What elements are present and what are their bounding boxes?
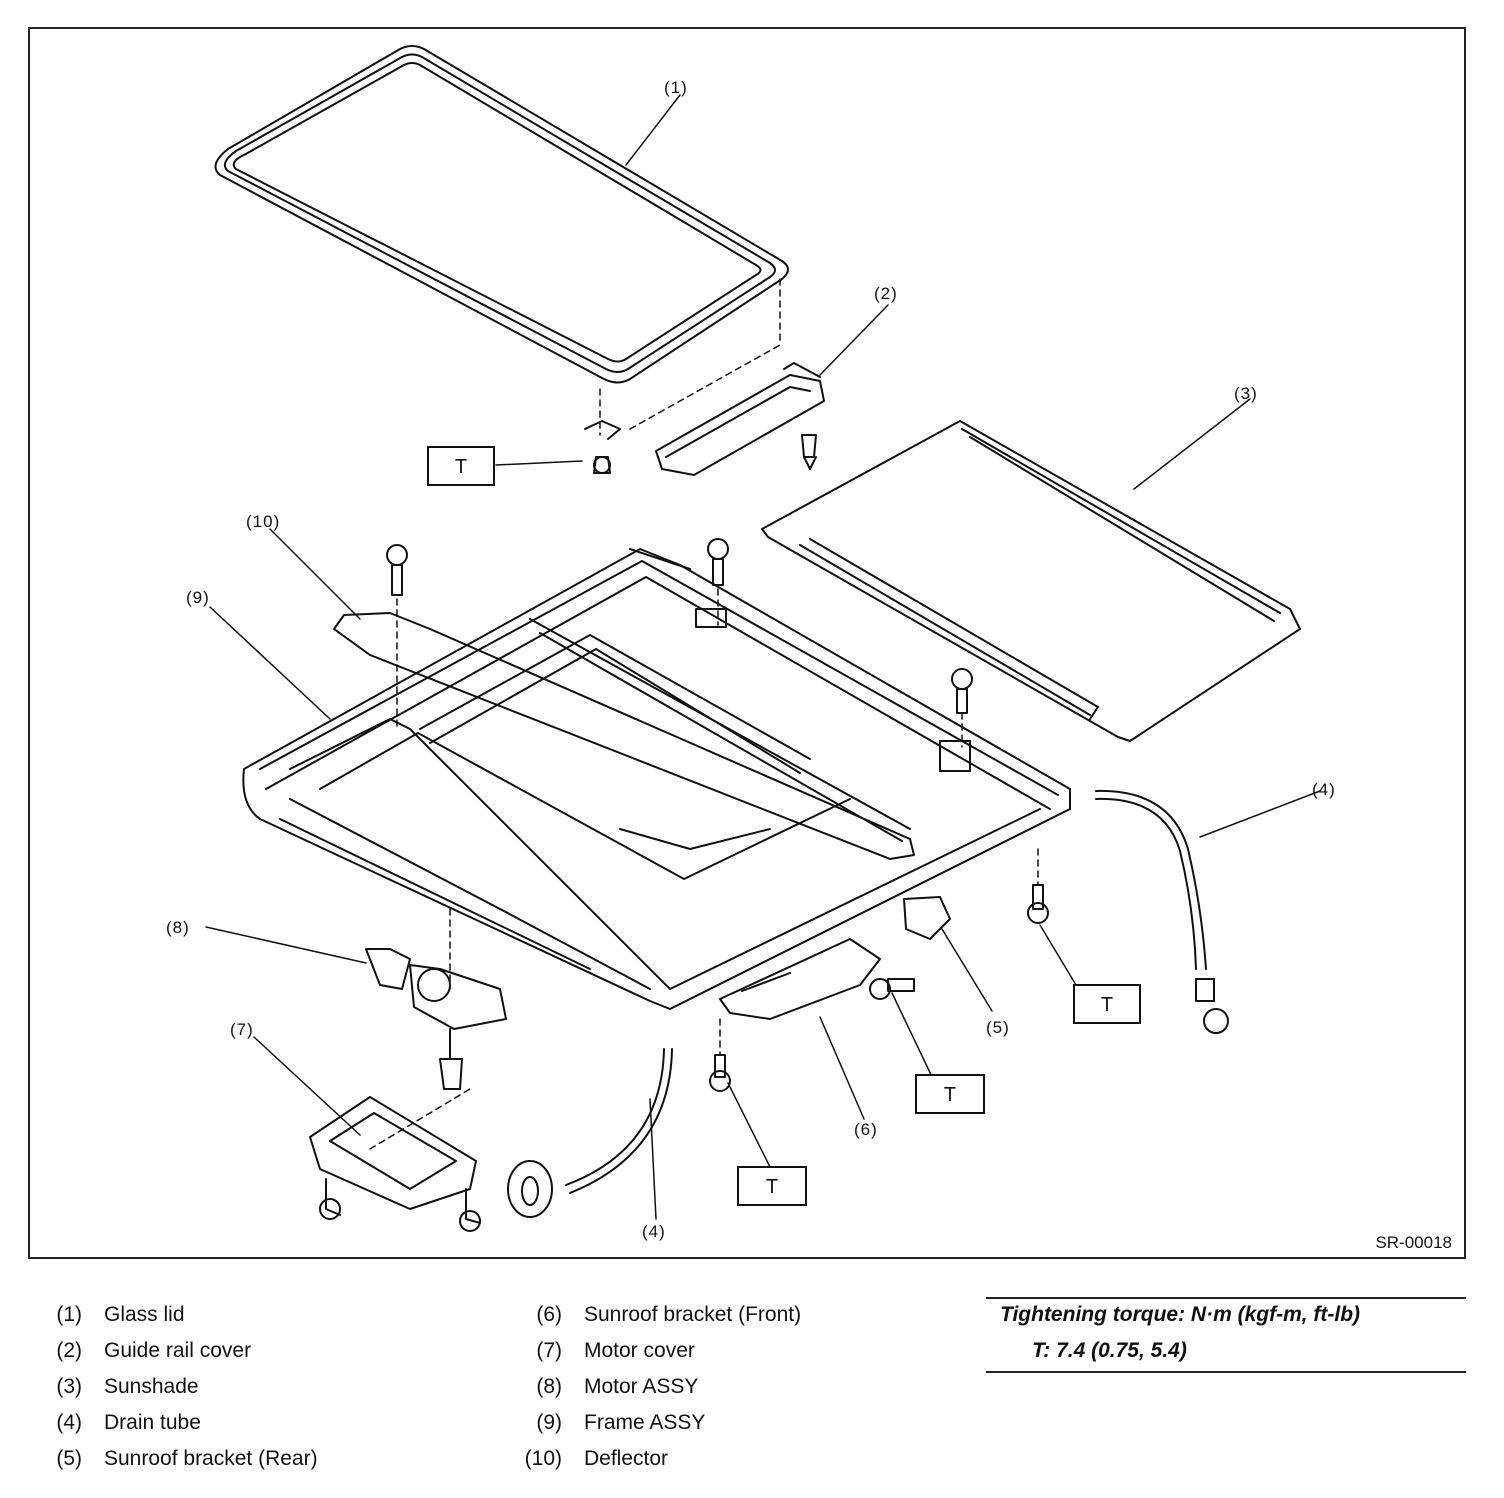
deflector-part — [333, 612, 915, 860]
drain-tube-rear-part — [1095, 789, 1229, 1034]
callout-4-front: (4) — [642, 1222, 666, 1241]
legend-label: Drain tube — [104, 1411, 201, 1434]
bolt-fasteners — [319, 538, 1049, 1232]
callout-10: (10) — [246, 512, 280, 531]
legend-number: (6) — [536, 1303, 562, 1326]
legend-label: Motor ASSY — [584, 1375, 699, 1398]
tightening-torque-box: Tightening torque: N·m (kgf-m, ft-lb) T:… — [986, 1297, 1466, 1373]
sunroof-bracket-front-part — [719, 938, 881, 1020]
torque-mark-3: T — [944, 1084, 956, 1106]
legend-label: Sunroof bracket (Rear) — [104, 1447, 318, 1470]
legend-number: (10) — [524, 1447, 562, 1470]
callout-5: (5) — [986, 1018, 1010, 1037]
legend-label: Guide rail cover — [104, 1339, 252, 1362]
legend-item: (1) Glass lid — [30, 1297, 318, 1333]
legend-number: (2) — [56, 1339, 82, 1362]
legend-number: (4) — [56, 1411, 82, 1434]
callout-2: (2) — [874, 284, 898, 303]
legend-item: (9) Frame ASSY — [510, 1405, 801, 1441]
guide-rail-cover-part — [584, 362, 825, 476]
legend-number: (9) — [536, 1411, 562, 1434]
figure-code: SR-00018 — [1375, 1233, 1452, 1252]
callout-6: (6) — [854, 1120, 878, 1139]
torque-title: Tightening torque: N·m (kgf-m, ft-lb) — [1000, 1303, 1361, 1326]
torque-mark-4: T — [766, 1176, 778, 1198]
sunshade-part — [761, 420, 1301, 742]
sunroof-exploded-view: T T T T (1) (2) (3) (4) (4) (5) (6) (7) … — [166, 45, 1336, 1241]
torque-value: T: 7.4 (0.75, 5.4) — [1032, 1339, 1187, 1362]
exploded-diagram-frame: T T T T (1) (2) (3) (4) (4) (5) (6) (7) … — [28, 27, 1466, 1259]
legend-label: Glass lid — [104, 1303, 185, 1326]
callout-3: (3) — [1234, 384, 1258, 403]
legend-item: (3) Sunshade — [30, 1369, 318, 1405]
legend-label: Deflector — [584, 1447, 669, 1470]
legend-label: Frame ASSY — [584, 1411, 706, 1434]
legend-item: (6) Sunroof bracket (Front) — [510, 1297, 801, 1333]
callout-labels: (1) (2) (3) (4) (4) (5) (6) (7) (8) (9) … — [166, 78, 1336, 1241]
legend-item: (10) Deflector — [510, 1441, 801, 1477]
legend-number: (7) — [536, 1339, 562, 1362]
legend-label: Motor cover — [584, 1339, 695, 1362]
glass-lid-part — [214, 45, 789, 384]
callout-4-rear: (4) — [1312, 780, 1336, 799]
legend-item: (2) Guide rail cover — [30, 1333, 318, 1369]
legend-item: (5) Sunroof bracket (Rear) — [30, 1441, 318, 1477]
motor-assy-part — [365, 948, 507, 1090]
callout-9: (9) — [186, 588, 210, 607]
callout-8: (8) — [166, 918, 190, 937]
legend-left-column: (1) Glass lid (2) Guide rail cover (3) Suns… — [30, 1297, 318, 1477]
legend-number: (5) — [56, 1447, 82, 1470]
sunroof-bracket-rear-part — [903, 896, 951, 940]
legend-item: (4) Drain tube — [30, 1405, 318, 1441]
legend-right-column: (6) Sunroof bracket (Front) (7) Motor cove… — [510, 1297, 801, 1477]
torque-mark-2: T — [1101, 994, 1113, 1016]
legend-label: Sunshade — [104, 1375, 199, 1398]
legend-number: (3) — [56, 1375, 82, 1398]
assembly-guide-lines — [369, 278, 1039, 1150]
callout-1: (1) — [664, 78, 688, 97]
legend-label: Sunroof bracket (Front) — [584, 1303, 802, 1326]
drain-tube-front-part — [507, 1048, 673, 1218]
legend-item: (8) Motor ASSY — [510, 1369, 801, 1405]
legend-item: (7) Motor cover — [510, 1333, 801, 1369]
leader-lines — [205, 94, 1321, 1220]
torque-marks: T T T T — [427, 446, 1141, 1206]
torque-mark-1: T — [455, 456, 467, 478]
motor-cover-part — [309, 1096, 481, 1224]
frame-assy-part — [242, 548, 1071, 1010]
legend-number: (8) — [536, 1375, 562, 1398]
legend-number: (1) — [56, 1303, 82, 1326]
callout-7: (7) — [230, 1020, 254, 1039]
